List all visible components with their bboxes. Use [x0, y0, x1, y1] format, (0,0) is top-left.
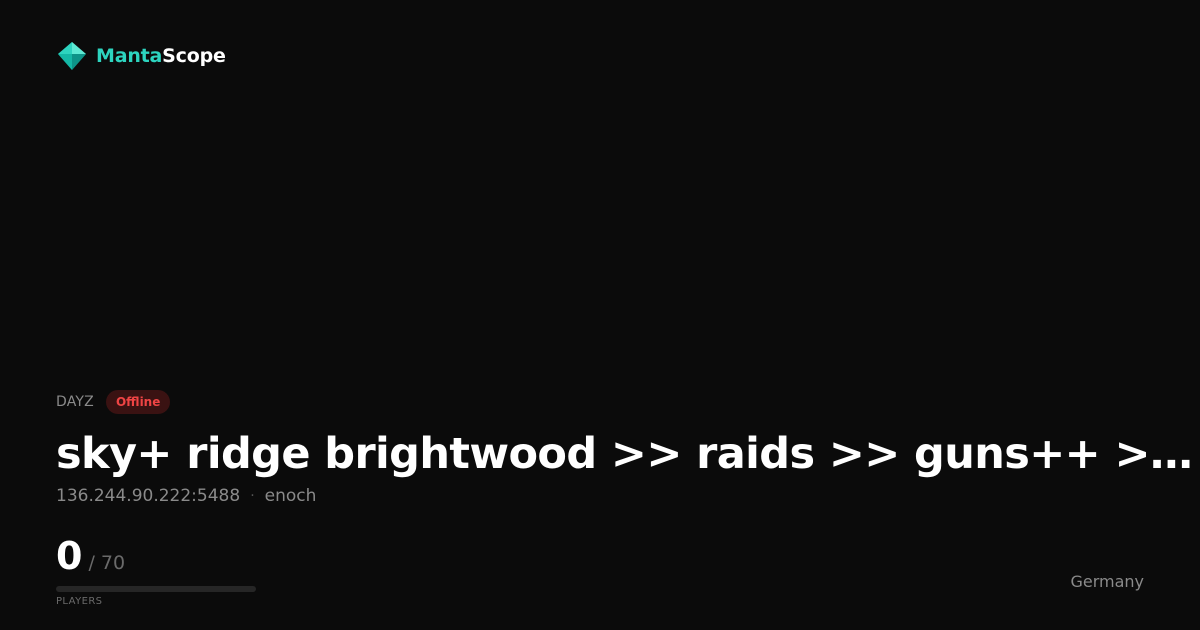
server-map: enoch — [264, 486, 317, 506]
players-count: 0 / 70 — [56, 534, 256, 578]
players-progress-bar — [56, 586, 256, 592]
status-badge: Offline — [105, 390, 171, 414]
brand-name-part1: Manta — [96, 44, 163, 67]
players-current: 0 — [56, 534, 83, 578]
players-max: / 70 — [88, 552, 126, 574]
server-address: 136.244.90.222:5488 — [56, 486, 241, 506]
brand: MantaScope — [56, 40, 226, 72]
game-label: DAYZ — [56, 394, 94, 410]
brand-name-part2: Scope — [162, 44, 226, 67]
server-meta-row: DAYZ Offline — [56, 390, 171, 414]
server-title: sky+ ridge brightwood >> raids >> guns++… — [56, 429, 1200, 479]
server-country: Germany — [1070, 572, 1144, 591]
brand-name: MantaScope — [96, 44, 226, 67]
players-label: PLAYERS — [56, 596, 103, 607]
server-details-row: 136.244.90.222:5488 · enoch — [56, 484, 316, 508]
separator-dot: · — [250, 488, 255, 504]
players-block: 0 / 70 PLAYERS — [56, 534, 256, 607]
manta-diamond-icon — [58, 42, 86, 70]
